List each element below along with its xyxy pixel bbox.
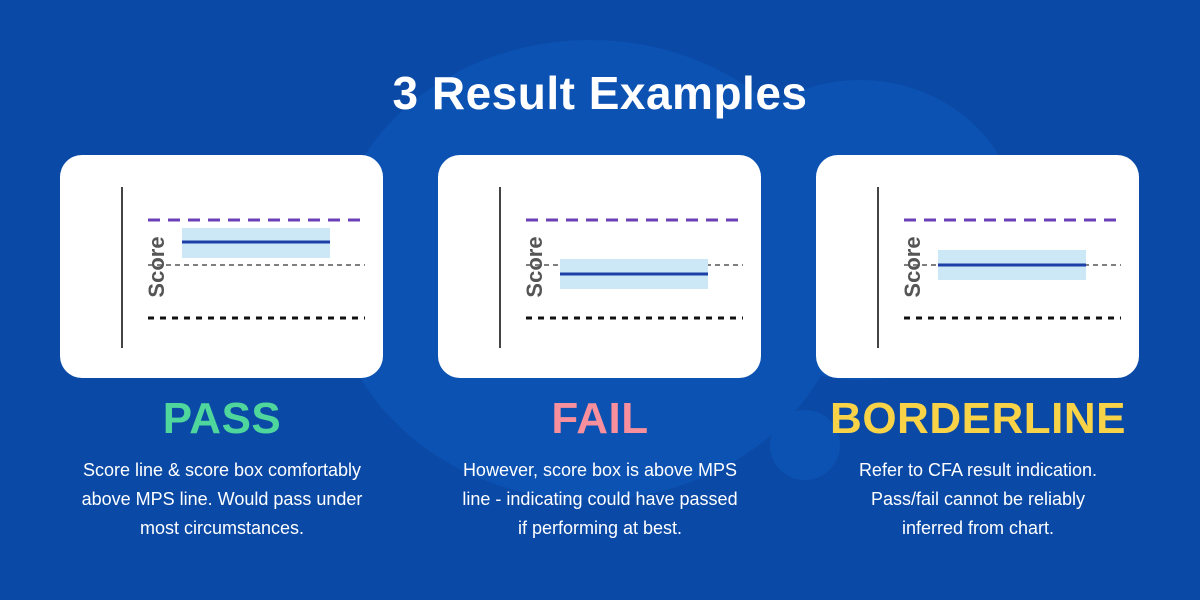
y-axis-label: Score bbox=[900, 236, 925, 297]
y-axis-label: Score bbox=[522, 236, 547, 297]
background-shape bbox=[770, 410, 840, 480]
fail-example-card: Score bbox=[438, 155, 761, 378]
pass-label: PASS bbox=[162, 394, 282, 443]
pass-example-chart: Score bbox=[121, 187, 365, 348]
borderline-example-card: Score bbox=[816, 155, 1139, 378]
fail-example-chart: Score bbox=[499, 187, 743, 348]
pass-example-card: Score bbox=[60, 155, 383, 378]
borderline-example-chart: Score bbox=[877, 187, 1121, 348]
borderline-description: Refer to CFA result indication. Pass/fai… bbox=[858, 460, 1098, 538]
pass-description: Score line & score box comfortably above… bbox=[81, 460, 363, 538]
borderline-label: BORDERLINE bbox=[830, 394, 1126, 443]
y-axis-label: Score bbox=[144, 236, 169, 297]
fail-label: FAIL bbox=[551, 394, 649, 443]
page-title: 3 Result Examples bbox=[392, 67, 808, 119]
fail-description: However, score box is above MPS line - i… bbox=[462, 460, 738, 538]
